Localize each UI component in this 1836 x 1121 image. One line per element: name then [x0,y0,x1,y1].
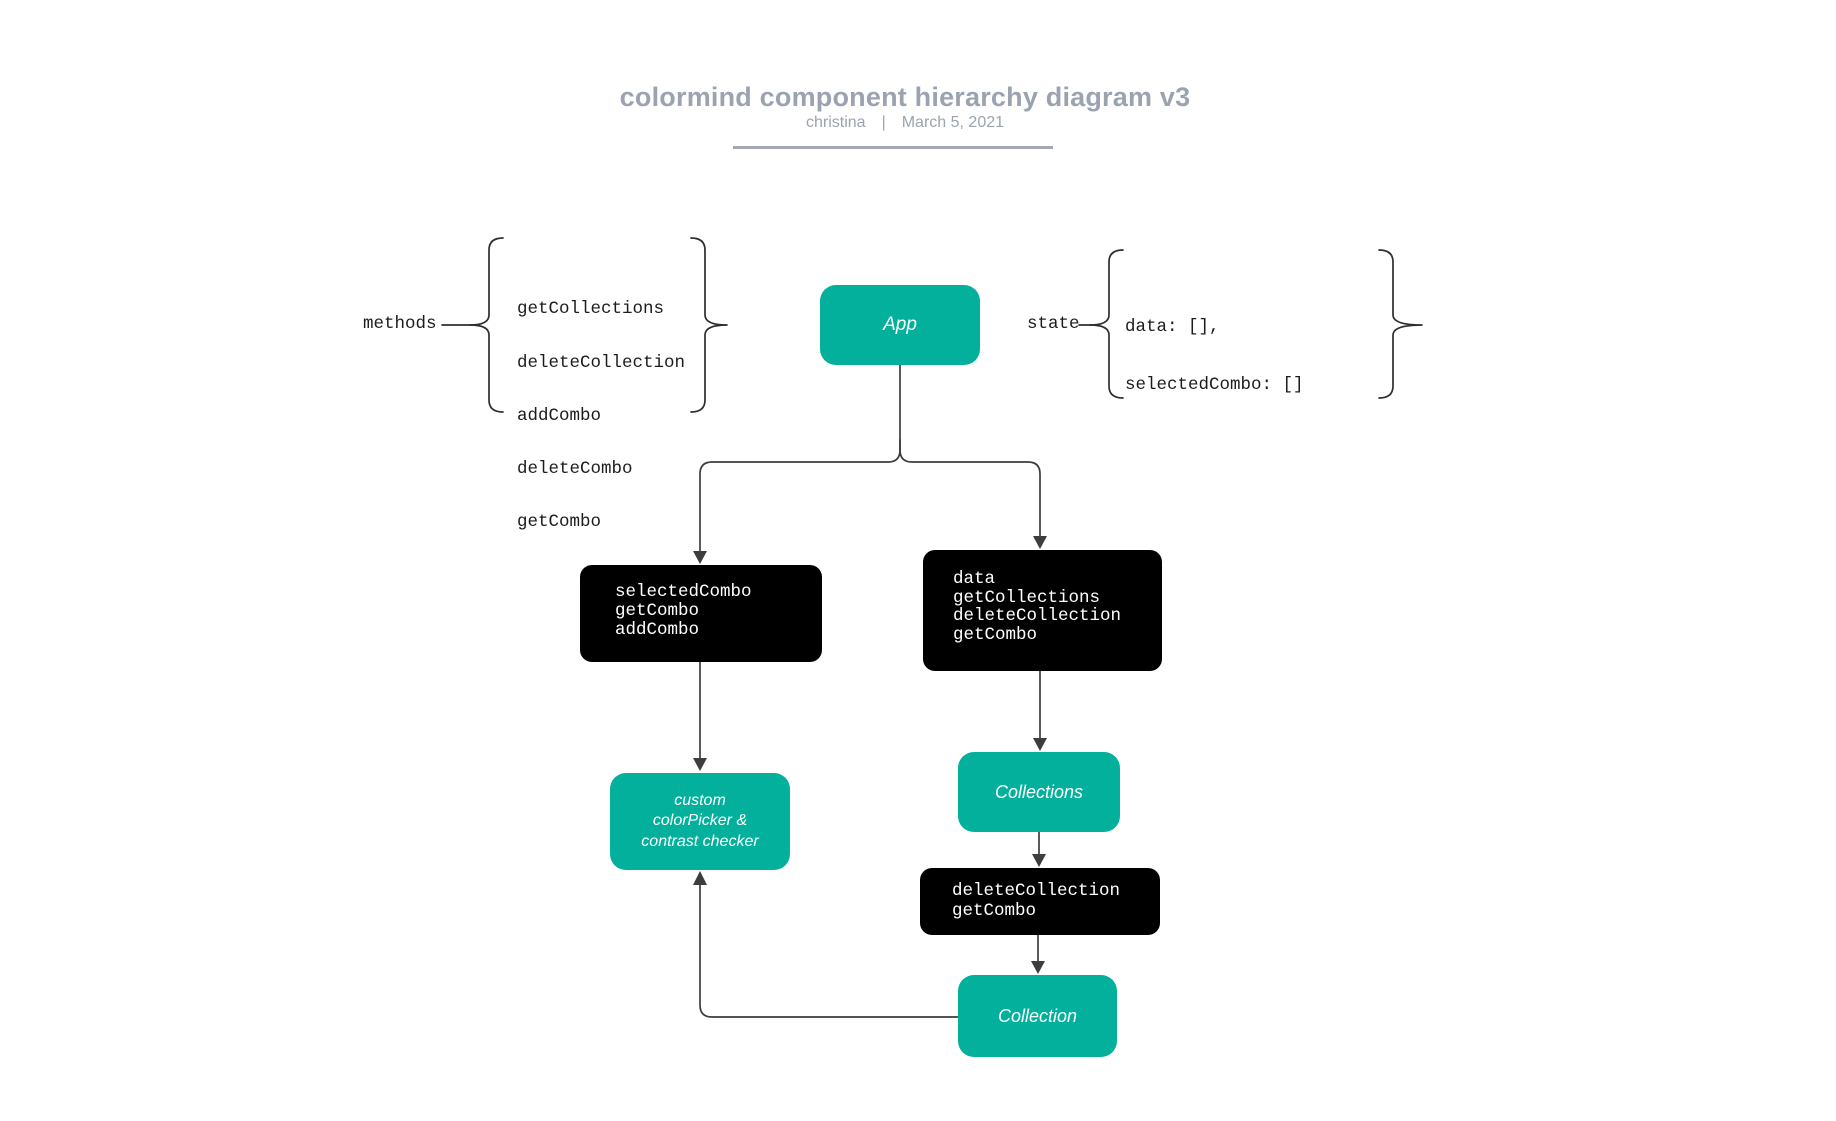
node-color-picker-line: colorPicker & [652,812,748,830]
node-collection-props[interactable]: deleteCollection getCombo [920,868,1160,935]
subtitle-separator: | [881,114,886,131]
page-subtitle: christina | March 5, 2021 [806,114,1004,132]
connector-collection-to-picker [699,884,959,1018]
prop-line: addCombo [615,620,700,640]
arrowhead-picker-bottom [693,871,707,885]
connector-app-to-right-props [899,439,1041,538]
methods-brace-right [690,237,728,413]
prop-line: getCombo [953,624,1038,645]
page-title: colormind component hierarchy diagram v3 [619,82,1191,112]
state-item: data: [], [1125,316,1220,337]
node-color-picker[interactable]: custom colorPicker & contrast checker [610,773,790,870]
prop-line: data [953,569,996,589]
node-collection[interactable]: Collection [958,975,1117,1057]
methods-list: getCollections deleteCollection addCombo… [517,266,685,567]
state-list: data: [], selectedCombo: [] [1125,279,1304,434]
node-color-picker-line: custom [674,791,726,809]
methods-item: addCombo [517,405,602,426]
node-collection-label: Collection [997,1005,1078,1026]
author-name: christina [805,114,866,131]
node-collections-label: Collections [994,781,1084,802]
state-brace-left [1089,249,1124,399]
methods-label: methods [363,314,437,334]
arrowhead-collection-props [1032,854,1046,867]
prop-line: getCombo [952,900,1037,921]
node-app[interactable]: App [820,285,980,365]
prop-line: deleteCollection [953,606,1122,626]
prop-line: getCollections [953,587,1101,608]
title-underline [733,146,1053,149]
methods-item: getCollections [517,299,665,320]
arrowhead-right-props [1033,536,1047,549]
methods-item: deleteCombo [517,458,633,479]
node-app-label: App [883,314,917,335]
connector-app-to-left-props [699,364,901,552]
state-item: selectedCombo: [] [1125,375,1304,396]
arrowhead-picker-top [693,758,707,771]
methods-brace-left [469,237,504,413]
prop-line: selectedCombo [615,582,752,602]
arrowhead-collections [1033,738,1047,751]
node-color-picker-line: contrast checker [641,832,759,850]
state-brace-right [1378,249,1423,399]
node-right-props[interactable]: data getCollections deleteCollection get… [923,550,1162,671]
node-collections[interactable]: Collections [958,752,1120,832]
state-label: state [1027,314,1080,334]
prop-line: getCombo [615,601,700,621]
node-left-props[interactable]: selectedCombo getCombo addCombo [580,565,822,662]
arrowhead-left-props [693,551,707,564]
prop-line: deleteCollection [952,881,1121,901]
diagram-date: March 5, 2021 [901,114,1005,131]
methods-item: deleteCollection [517,352,686,373]
methods-item: getCombo [517,511,602,532]
arrowhead-collection [1031,961,1045,974]
